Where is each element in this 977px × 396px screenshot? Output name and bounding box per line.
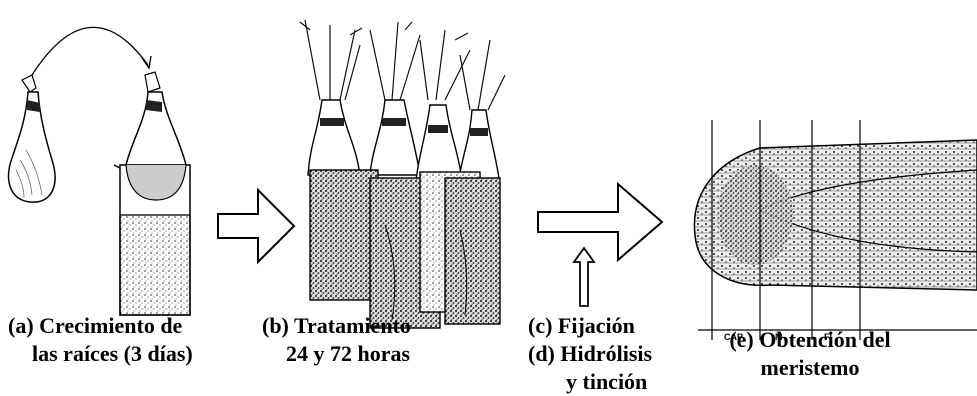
caption-a: (a) Crecimiento de las raíces (3 días) <box>8 312 193 368</box>
onion-bulb-icon <box>9 75 55 202</box>
transfer-arrow <box>32 27 151 75</box>
caption-c: (c) Fijación <box>528 312 635 340</box>
onion-in-jar-icon <box>114 72 190 315</box>
process-arrow-1-icon <box>218 190 294 262</box>
meristem-section-icon: CAP M Fi <box>694 120 977 342</box>
up-arrow-icon <box>574 248 594 306</box>
caption-b: (b) Tratamiento 24 y 72 horas <box>262 312 411 368</box>
caption-d: (d) Hidrólisis y tinción <box>528 340 652 396</box>
treatment-jars-icon <box>300 20 505 328</box>
process-arrow-2-icon <box>538 184 662 260</box>
caption-e: (e) Obtención del meristemo <box>720 326 900 382</box>
